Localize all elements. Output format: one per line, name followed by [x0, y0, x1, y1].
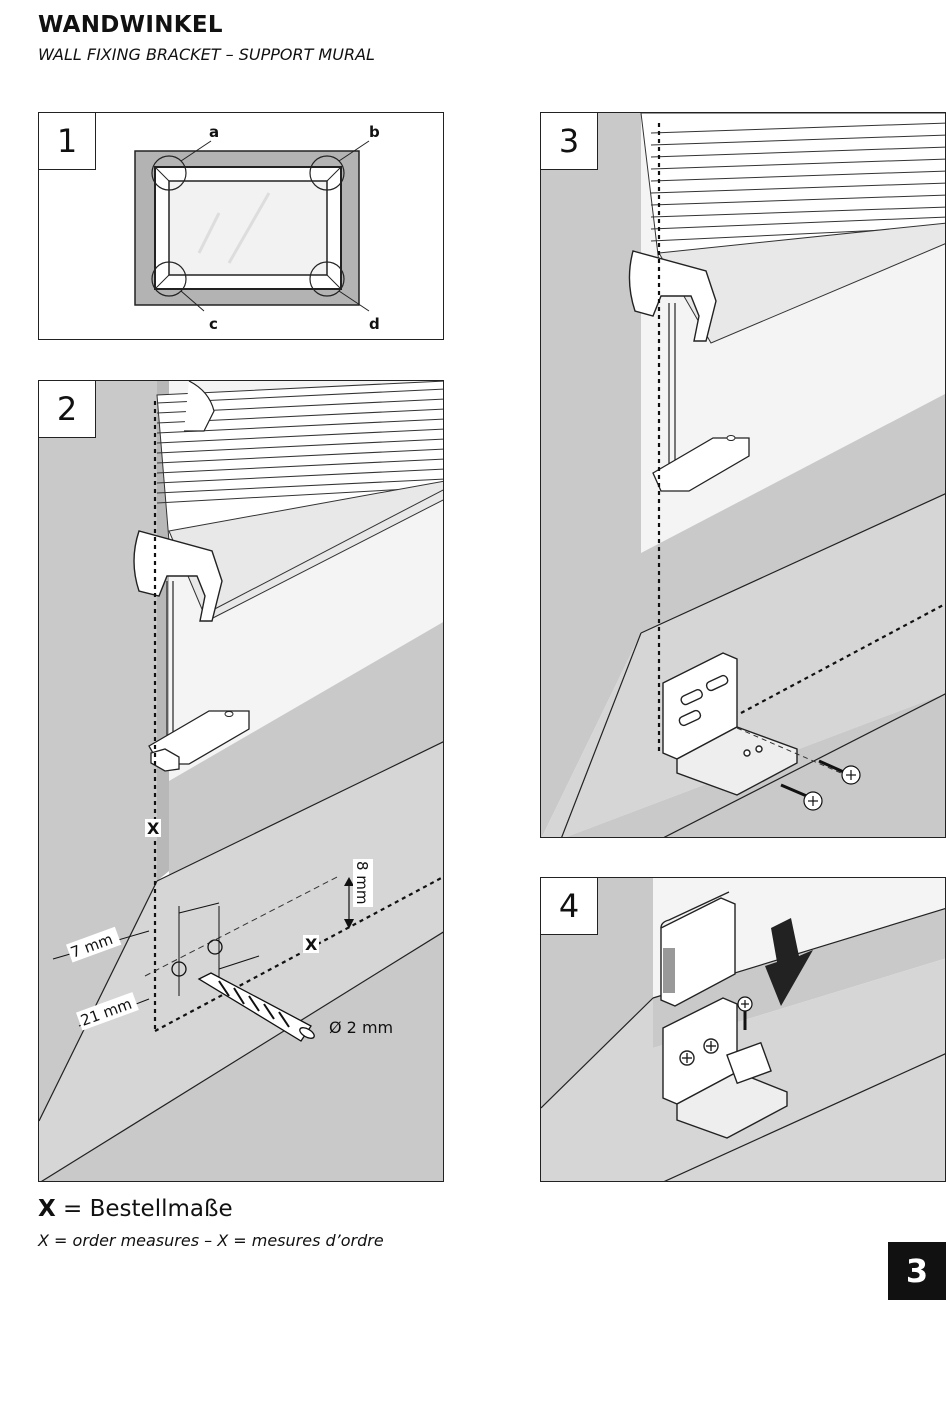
- label-c: c: [209, 315, 218, 333]
- legend-translation: X = order measures – X = mesures d’ordre: [38, 1231, 384, 1250]
- label-8mm: 8 mm: [353, 861, 371, 905]
- cover-cap-illustration: [541, 878, 946, 1182]
- step-4-number: 4: [540, 877, 598, 935]
- label-b: b: [369, 123, 380, 141]
- step-3-panel: 3: [540, 112, 946, 838]
- page-number: 3: [888, 1242, 946, 1300]
- step-4-panel: 4: [540, 877, 946, 1182]
- step-1-number: 1: [38, 112, 96, 170]
- legend-order-measures: X = Bestellmaße: [38, 1196, 233, 1222]
- page-title: WANDWINKEL: [38, 12, 223, 38]
- step-1-panel: 1 a b c d: [38, 112, 444, 340]
- label-d: d: [369, 315, 380, 333]
- legend-text: = Bestellmaße: [56, 1196, 233, 1222]
- label-x-vertical: X: [147, 819, 160, 838]
- label-a: a: [209, 123, 219, 141]
- drilling-illustration: X X 8 mm 7 mm 21 mm Ø 2 mm: [39, 381, 444, 1182]
- window-frame-illustration: a b c d: [39, 113, 444, 340]
- step-2-panel: 2: [38, 380, 444, 1182]
- step-3-number: 3: [540, 112, 598, 170]
- step-2-number: 2: [38, 380, 96, 438]
- label-drill-size: Ø 2 mm: [329, 1018, 393, 1037]
- bracket-mounting-illustration: [541, 113, 946, 838]
- label-x-horizontal: X: [305, 935, 318, 954]
- legend-symbol: X: [38, 1196, 56, 1222]
- page-subtitle: WALL FIXING BRACKET – SUPPORT MURAL: [38, 45, 375, 64]
